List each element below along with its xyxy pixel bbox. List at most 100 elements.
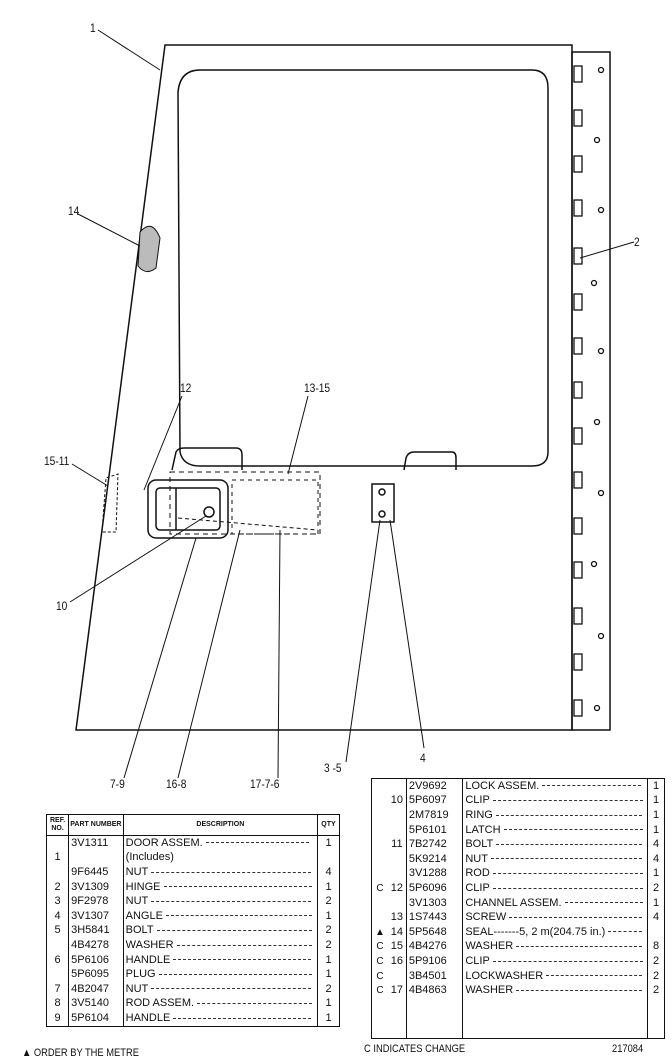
description: NUT (462, 851, 649, 867)
part-number: 5P6095 (68, 967, 124, 982)
hinge-strip (571, 51, 611, 731)
description-text: SCREW (465, 911, 507, 924)
ref-number: 13 (387, 910, 407, 925)
ref-number: 17 (387, 983, 407, 998)
quantity: 1 (325, 909, 332, 922)
leader-dashes (492, 799, 643, 801)
ref-number: 8 (46, 996, 70, 1012)
blank-cell (406, 997, 464, 1039)
ref-number (387, 968, 407, 984)
leader-dashes (205, 842, 309, 844)
quantity: 2 (653, 984, 660, 997)
description-text: SEAL-------5, 2 m(204.75 in.) (465, 925, 606, 938)
part-number: 4B4863 (406, 983, 464, 998)
description: SEAL-------5, 2 m(204.75 in.) (462, 924, 649, 940)
ref-number: 3 (46, 894, 70, 909)
quantity: 1 (325, 1011, 332, 1024)
description-text: BOLT (125, 924, 154, 937)
ref-number: 2 (46, 879, 70, 895)
part-number: 4B4278 (68, 938, 124, 953)
change-mark (372, 837, 388, 852)
part-number: 7B2742 (406, 837, 464, 852)
description-text: PLUG (125, 968, 156, 981)
parts-table-left: REF. NO. PART NUMBER DESCRIPTION QTY 3V1… (46, 814, 340, 1027)
description: RING (462, 808, 649, 823)
description: CLIP (462, 881, 649, 896)
blank-cell (648, 998, 665, 1039)
description-text: WASHER (125, 938, 174, 951)
quantity: 2 (325, 938, 332, 951)
callout-4: 4 (420, 751, 426, 765)
description-text: HINGE (125, 880, 161, 893)
description: DOOR ASSEM. (123, 835, 319, 851)
quantity: 1 (325, 968, 332, 981)
callout-3-5: 3 -5 (324, 761, 342, 775)
figure-number: 217084 (612, 1043, 644, 1055)
leader-dashes (163, 886, 312, 888)
part-number: 2V9692 (406, 778, 464, 794)
quantity: 2 (325, 924, 332, 937)
leader-dashes (608, 931, 643, 933)
part-number: 5P6096 (406, 881, 464, 896)
header-qty: QTY (317, 814, 340, 836)
indicates-change-note: C INDICATES CHANGE (364, 1043, 466, 1055)
leader-dashes (173, 1017, 312, 1019)
part-number: 5P9106 (406, 954, 464, 969)
leader-dashes (156, 929, 312, 931)
window-frame (177, 69, 549, 467)
leader-dashes (151, 900, 312, 902)
part-number: 3H5841 (68, 923, 124, 939)
blank-cell (387, 997, 407, 1039)
description: ROD ASSEM. (123, 996, 319, 1012)
header-description: DESCRIPTION (123, 814, 319, 836)
change-mark (372, 794, 388, 809)
table-row: 1(Includes) (46, 850, 340, 866)
description: LOCKWASHER (462, 968, 649, 984)
latch-plate (371, 483, 395, 523)
part-number: 5P5648 (406, 924, 464, 940)
description: WASHER (462, 939, 649, 955)
ref-number (387, 851, 407, 867)
change-mark: C (376, 955, 384, 967)
quantity: 4 (653, 911, 660, 924)
quantity: 1 (325, 953, 332, 966)
part-number (68, 850, 124, 866)
callout-1: 1 (90, 21, 96, 35)
description: NUT (123, 981, 319, 997)
change-mark: C (376, 941, 384, 953)
description-text: NUT (125, 895, 149, 908)
ref-number (46, 967, 70, 982)
quantity: 1 (653, 823, 660, 836)
description-text: WASHER (465, 940, 514, 953)
description-text: NUT (125, 982, 149, 995)
leader-dashes (492, 960, 643, 962)
quantity: 1 (653, 896, 660, 909)
leader-dashes (496, 843, 643, 845)
ref-number: 5 (46, 923, 70, 939)
leader-dashes (173, 959, 312, 961)
blank-cell (462, 997, 649, 1039)
callout-2: 2 (634, 235, 640, 249)
description-text: CLIP (465, 881, 490, 894)
ref-number: 11 (387, 837, 407, 852)
part-number: 5P6106 (68, 952, 124, 968)
quantity: 1 (653, 794, 660, 807)
part-number: 3V5140 (68, 996, 124, 1012)
part-number: 3B4501 (406, 968, 464, 984)
ref-number: 14 (387, 924, 407, 940)
quantity: 2 (653, 954, 660, 967)
description-text: LOCK ASSEM. (465, 779, 540, 792)
part-number: 4B4276 (406, 939, 464, 955)
